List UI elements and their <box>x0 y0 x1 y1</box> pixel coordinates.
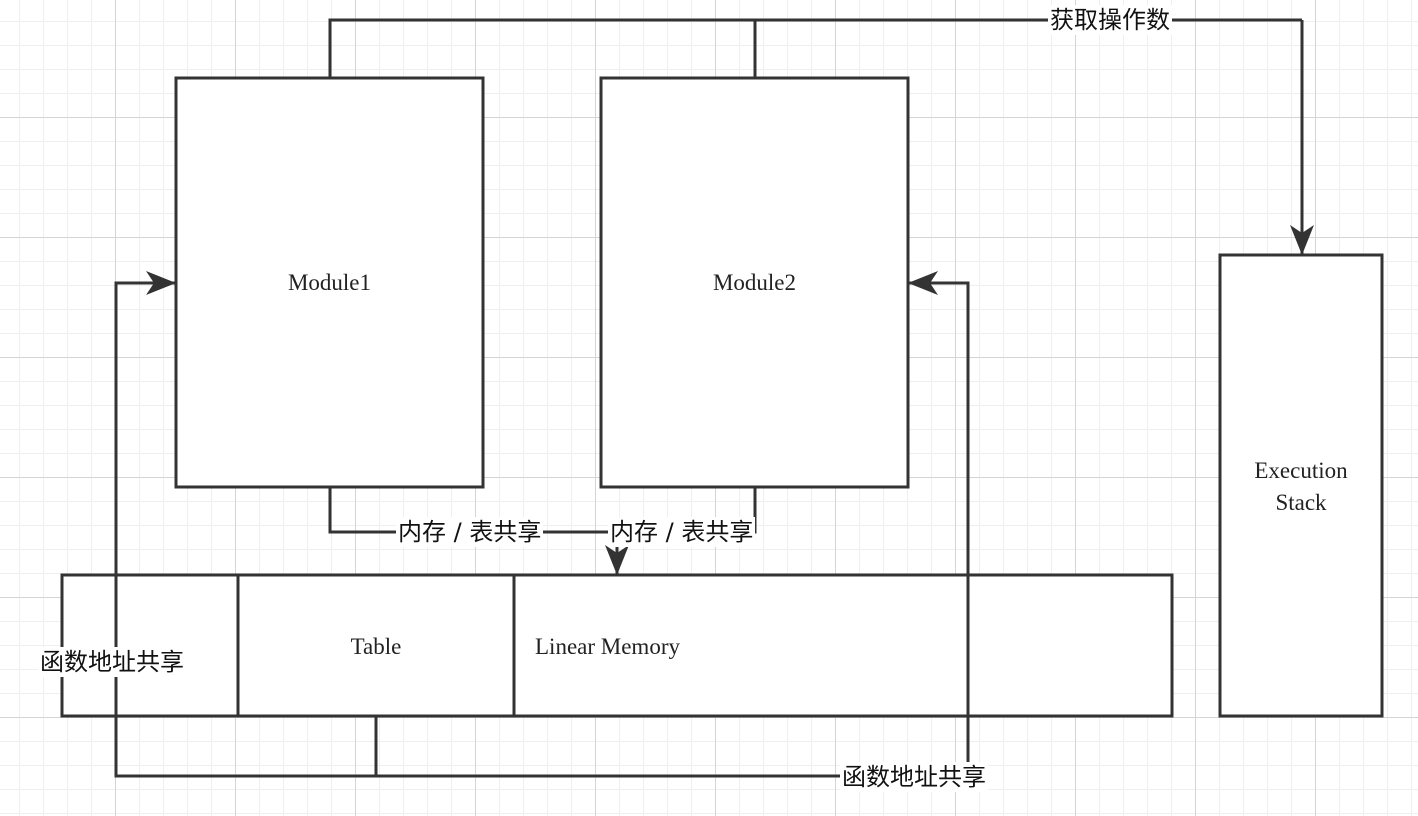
module2-label: Module2 <box>712 270 797 295</box>
fetch-operand-label: 获取操作数 <box>1048 5 1172 35</box>
module1-label: Module1 <box>287 270 372 295</box>
func-addr-arrow-module1 <box>114 271 376 778</box>
fetch-operand-edge-module1 <box>328 18 1302 78</box>
module1-box <box>174 76 485 489</box>
execution-stack-label: Execution Stack <box>1254 458 1348 515</box>
module2-box <box>599 76 910 489</box>
func-addr-share-label-2: 函数地址共享 <box>840 762 988 792</box>
func-addr-arrow-module2 <box>376 271 970 778</box>
mem-table-share-label-1: 内存 / 表共享 <box>396 517 544 547</box>
func-addr-share-label-1: 函数地址共享 <box>38 647 186 677</box>
linear-memory-label: Linear Memory <box>535 634 680 659</box>
table-label: Table <box>350 634 402 659</box>
mem-table-share-label-2: 内存 / 表共享 <box>608 517 756 547</box>
